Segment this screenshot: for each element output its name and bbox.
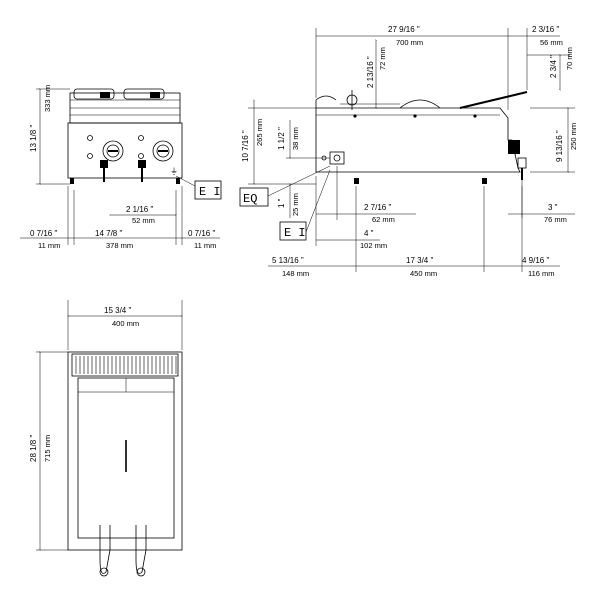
side-handle-height-in: 2 3/4 " (549, 55, 558, 78)
front-view: ⏚ 13 1/8 " 333 mm 14 7/8 " 378 mm 0 7/16… (20, 85, 222, 250)
side-rear-foot-mm: 148 mm (282, 269, 309, 278)
front-ei-tag-box (194, 180, 222, 200)
top-depth-mm: 715 mm (43, 435, 52, 462)
side-eq-height-in: 1 1/2 " (277, 127, 286, 150)
side-front-overhang-mm: 76 mm (544, 215, 567, 224)
front-right-margin-in: 0 7/16 " (188, 229, 215, 238)
front-drain-taps: ⏚ (100, 160, 178, 182)
side-foot-height-mm: 25 mm (291, 193, 300, 216)
front-ei-tag: E I (199, 185, 221, 199)
side-depth-mm: 700 mm (396, 38, 423, 47)
front-right-margin-mm: 11 mm (194, 241, 216, 250)
side-ei-depth-mm: 102 mm (360, 241, 387, 250)
top-width-in: 15 3/4 " (104, 306, 131, 315)
side-handle-height-mm: 70 mm (565, 47, 574, 70)
front-height-in: 13 1/8 " (29, 125, 38, 152)
side-foot-span-in: 17 3/4 " (406, 256, 433, 265)
top-handles (99, 525, 147, 577)
side-view: 27 9/16 " 700 mm 2 3/16 " 56 mm 2 3/4 " … (239, 25, 578, 278)
side-front-overhang-in: 3 " (548, 203, 558, 212)
front-drain-offset-in: 2 1/16 " (126, 205, 153, 214)
front-foot-left (70, 178, 74, 184)
front-baskets (69, 88, 181, 124)
front-height-mm: 333 mm (43, 85, 52, 112)
side-foot-rear (354, 178, 359, 184)
side-rear-foot-in: 5 13/16 " (272, 256, 304, 265)
side-body (315, 90, 528, 180)
side-foot-span-mm: 450 mm (410, 269, 437, 278)
top-view: 15 3/4 " 400 mm 28 1/8 " 715 mm (29, 300, 183, 577)
side-depth-in: 27 9/16 " (388, 25, 420, 34)
front-knob-left (87, 135, 124, 162)
front-width-mm: 378 mm (106, 241, 133, 250)
side-top-gap-in: 2 13/16 " (366, 56, 375, 88)
side-front-foot-in: 4 9/16 " (522, 256, 549, 265)
side-eq-tag-box (239, 187, 269, 207)
side-rear-height-mm: 250 mm (569, 123, 578, 150)
side-rear-height-in: 9 13/16 " (555, 130, 564, 162)
side-ei-offset-mm: 62 mm (372, 215, 395, 224)
electrical-symbol: ⏚ (170, 167, 178, 176)
side-ei-tag-box (279, 221, 307, 241)
front-foot-right (176, 178, 180, 184)
top-width-mm: 400 mm (112, 319, 139, 328)
side-eq-height-mm: 38 mm (291, 127, 300, 150)
top-grill-hatch (75, 356, 177, 374)
side-handle-overhang-in: 2 3/16 " (532, 25, 559, 34)
front-drain-offset-mm: 52 mm (132, 216, 155, 225)
side-ei-offset-in: 2 7/16 " (364, 203, 391, 212)
front-knob-right (138, 135, 174, 162)
front-left-margin-mm: 11 mm (38, 241, 60, 250)
side-foot-front (482, 178, 487, 184)
front-width-in: 14 7/8 " (95, 229, 122, 238)
side-front-foot-mm: 116 mm (528, 269, 555, 278)
front-left-margin-in: 0 7/16 " (30, 229, 57, 238)
top-grill (71, 353, 179, 377)
side-body-height-mm: 265 mm (255, 119, 264, 146)
side-handle-overhang-mm: 56 mm (540, 38, 563, 47)
side-body-height-in: 10 7/16 " (241, 130, 250, 162)
side-ei-tag: E I (284, 226, 306, 240)
side-foot-height-in: 1 " (277, 198, 286, 208)
top-body (67, 351, 183, 551)
side-top-gap-mm: 72 mm (378, 47, 387, 70)
top-depth-in: 28 1/8 " (29, 435, 38, 462)
side-eq-tag: EQ (243, 192, 257, 206)
front-body (67, 122, 183, 179)
side-ei-depth-in: 4 " (364, 229, 374, 238)
